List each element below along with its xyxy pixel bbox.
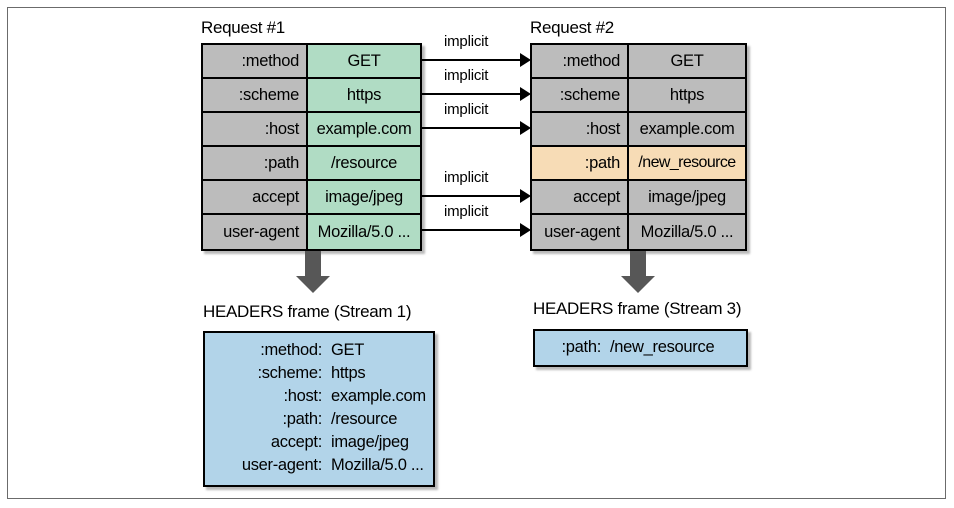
header-key: :path [532, 147, 629, 179]
frame-key: :method: [260, 341, 322, 359]
arrow-head-icon [520, 53, 531, 67]
arrow-shaft [305, 251, 321, 276]
table-row: :host example.com [532, 113, 745, 147]
arrow-head-icon [520, 87, 531, 101]
frame-value: Mozilla/5.0 ... [331, 456, 424, 474]
table-row-changed: :path /new_resource [532, 147, 745, 181]
table-row: accept image/jpeg [203, 181, 420, 215]
header-key: :method [203, 45, 308, 77]
header-key: user-agent [203, 215, 308, 249]
table-row: accept image/jpeg [532, 181, 745, 215]
arrow-head-icon [520, 189, 531, 203]
header-value: /resource [308, 147, 420, 179]
figure-frame: Request #1 :method GET :scheme https :ho… [7, 7, 946, 499]
headers-frame-stream3: :path: /new_resource [533, 329, 748, 367]
list-item: accept: image/jpeg [217, 431, 421, 454]
list-item: user-agent: Mozilla/5.0 ... [217, 454, 424, 477]
table-row: :method GET [532, 45, 745, 79]
arrow-line [422, 59, 522, 61]
implicit-label: implicit [444, 203, 489, 220]
implicit-label: implicit [444, 67, 489, 84]
headers-frame-stream1: :method: GET :scheme: https :host: examp… [203, 331, 435, 487]
header-value: GET [308, 45, 420, 77]
table-row: :scheme https [203, 79, 420, 113]
header-value: https [308, 79, 420, 111]
header-key: accept [532, 181, 629, 213]
request2-header-table: :method GET :scheme https :host example.… [530, 43, 747, 251]
implicit-label: implicit [444, 33, 489, 50]
table-row: :scheme https [532, 79, 745, 113]
frame-value: /new_resource [610, 338, 715, 356]
implicit-label: implicit [444, 169, 489, 186]
header-value: GET [629, 45, 745, 77]
frame2-title: HEADERS frame (Stream 3) [533, 299, 742, 318]
arrow-line [422, 229, 522, 231]
header-key: user-agent [532, 215, 629, 249]
frame-key: accept: [270, 433, 322, 451]
header-key: :path [203, 147, 308, 179]
arrow-head-icon [520, 223, 531, 237]
header-value: example.com [629, 113, 745, 145]
table-row: :method GET [203, 45, 420, 79]
arrow-shaft [630, 251, 646, 276]
header-value: image/jpeg [308, 181, 420, 213]
frame-key: :host: [283, 387, 322, 405]
arrow-line [422, 195, 522, 197]
request1-title: Request #1 [201, 18, 285, 37]
request2-title: Request #2 [530, 18, 614, 37]
list-item: :method: GET [217, 339, 421, 362]
frame-value: /resource [331, 410, 398, 428]
header-key: :scheme [203, 79, 308, 111]
request1-header-table: :method GET :scheme https :host example.… [201, 43, 422, 251]
arrow-head-icon [520, 121, 531, 135]
frame-value: https [331, 364, 366, 382]
header-key: :scheme [532, 79, 629, 111]
frame-key: :path: [561, 338, 602, 356]
list-item: :scheme: https [217, 362, 421, 385]
frame-key: :scheme: [257, 364, 322, 382]
table-row: :host example.com [203, 113, 420, 147]
arrow-head-icon [296, 276, 330, 293]
list-item: :host: example.com [217, 385, 426, 408]
arrow-line [422, 93, 522, 95]
header-key: accept [203, 181, 308, 213]
header-key: :method [532, 45, 629, 77]
arrow-line [422, 127, 522, 129]
header-value: image/jpeg [629, 181, 745, 213]
header-value: Mozilla/5.0 ... [629, 215, 745, 249]
frame-value: GET [331, 341, 365, 359]
header-key: :host [203, 113, 308, 145]
arrow-head-icon [621, 276, 655, 293]
list-item: :path: /resource [217, 408, 421, 431]
header-value: /new_resource [629, 147, 745, 179]
header-key: :host [532, 113, 629, 145]
table-row: user-agent Mozilla/5.0 ... [532, 215, 745, 249]
header-value: Mozilla/5.0 ... [308, 215, 420, 249]
table-row: :path /resource [203, 147, 420, 181]
table-row: user-agent Mozilla/5.0 ... [203, 215, 420, 249]
header-value: example.com [308, 113, 420, 145]
frame-key: :path: [282, 410, 323, 428]
list-item: :path: /new_resource [547, 336, 734, 359]
frame-key: user-agent: [241, 456, 322, 474]
frame1-title: HEADERS frame (Stream 1) [203, 302, 412, 321]
frame-value: example.com [331, 387, 426, 405]
header-value: https [629, 79, 745, 111]
implicit-label: implicit [444, 101, 489, 118]
frame-value: image/jpeg [331, 433, 409, 451]
